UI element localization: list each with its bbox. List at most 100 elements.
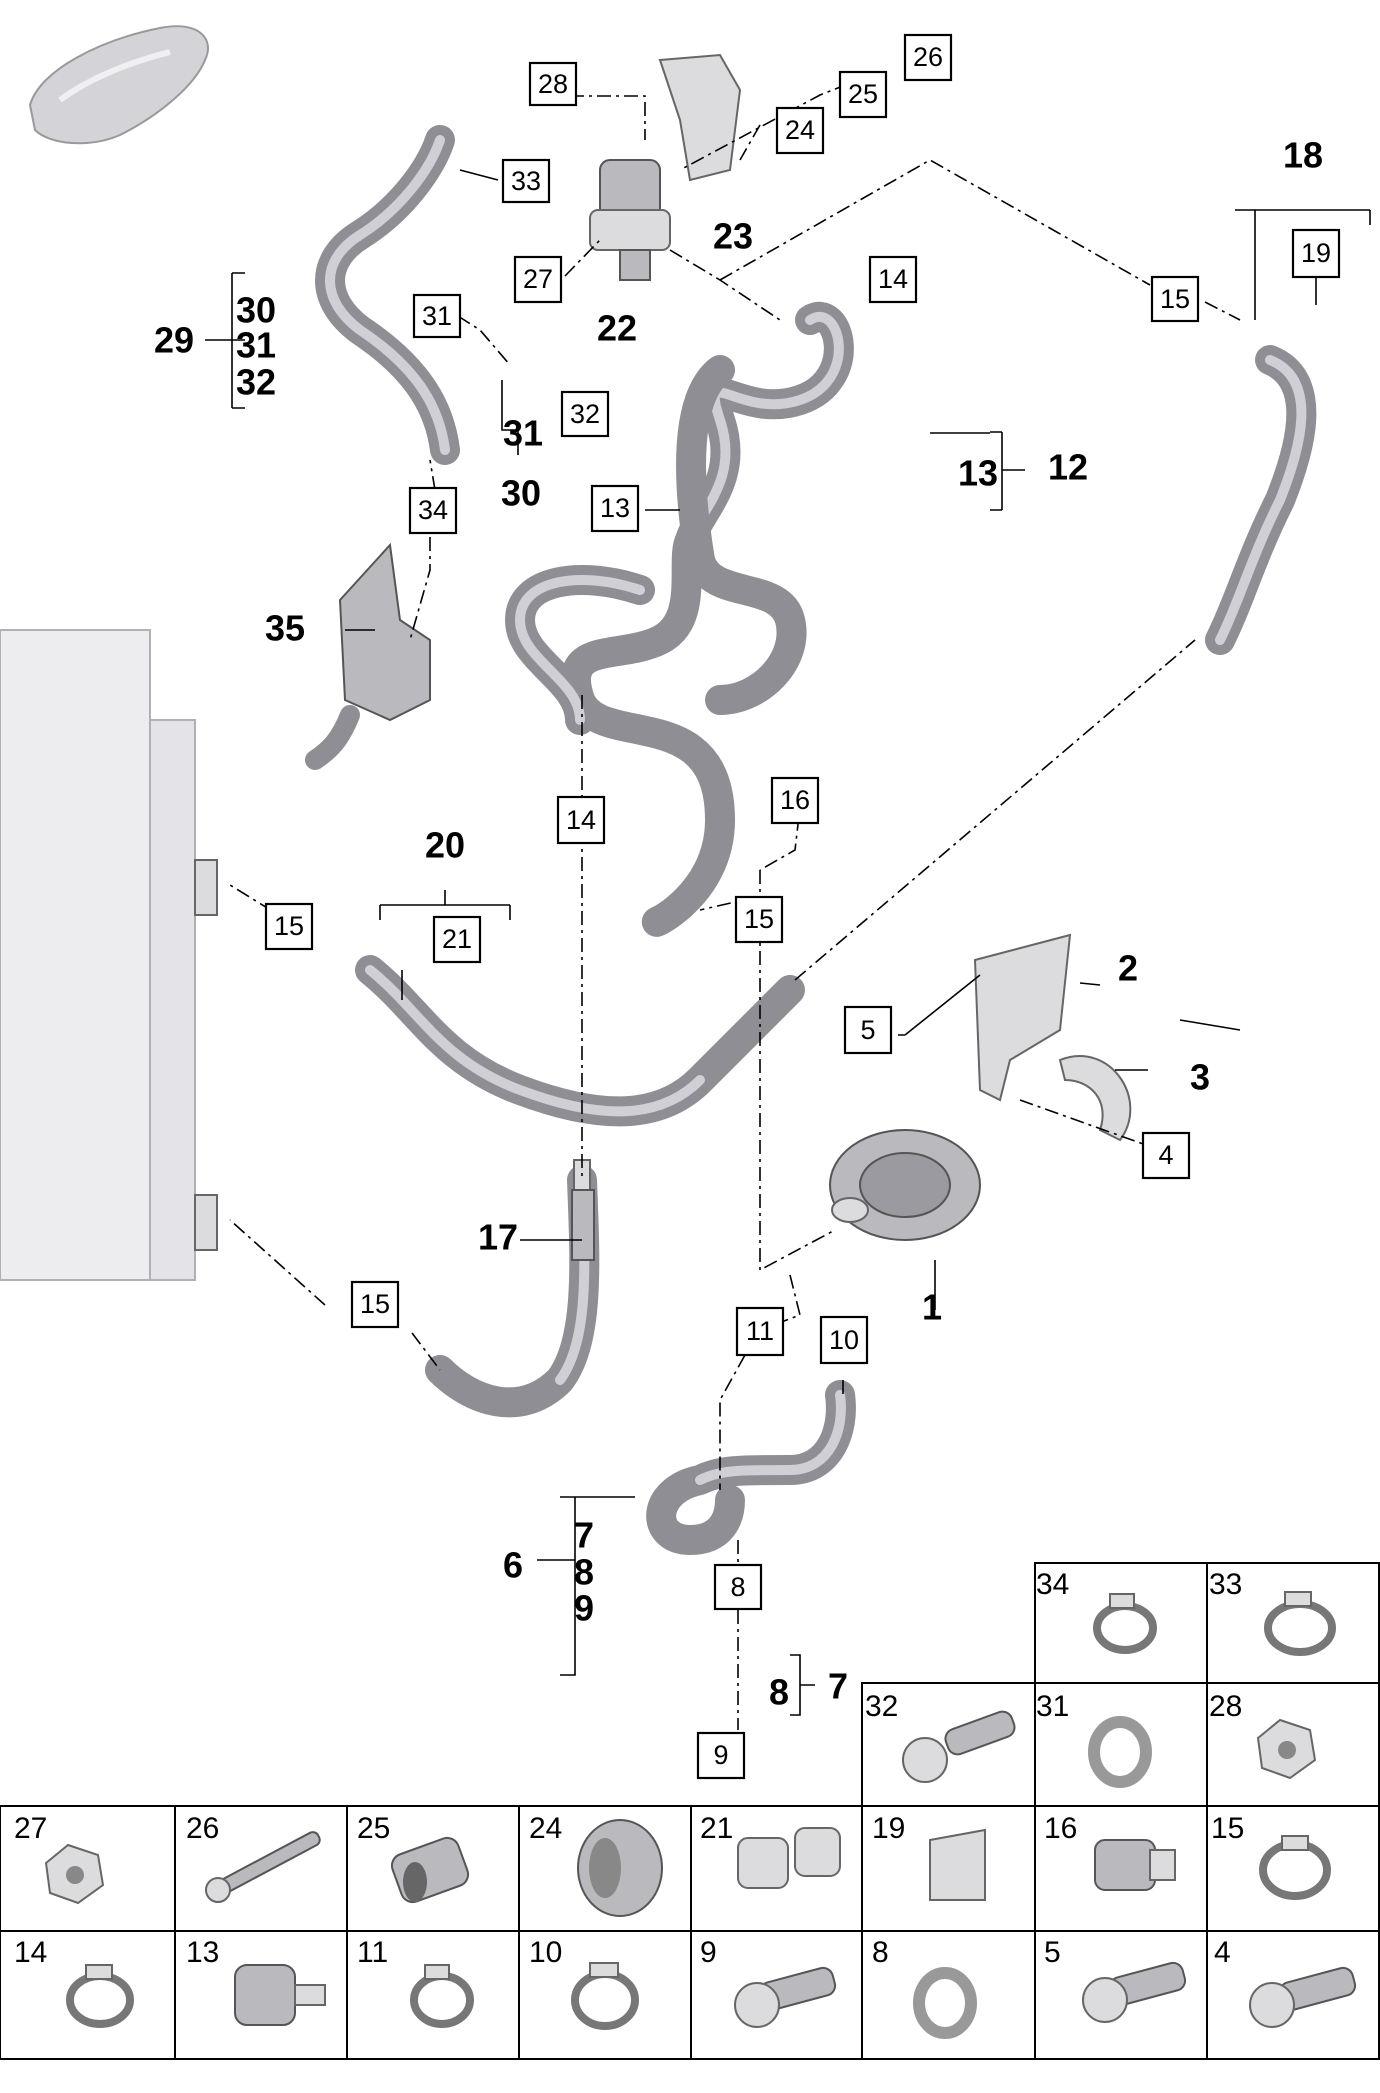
table-cell-21: 21	[700, 1812, 733, 1845]
table-cell-16: 16	[1044, 1812, 1077, 1845]
pipe-clip-icon	[234, 1964, 326, 2026]
bolt-icon	[734, 1966, 837, 2028]
label-32: 32	[236, 362, 276, 403]
callout-21: 21	[432, 915, 482, 964]
svg-text:14: 14	[878, 264, 908, 294]
svg-text:19: 19	[1301, 238, 1331, 268]
table-cell-15: 15	[1211, 1812, 1244, 1845]
table-cell-26: 26	[186, 1812, 219, 1845]
callout-24: 24	[775, 106, 825, 155]
label-23: 23	[713, 216, 753, 257]
label-7: 7	[574, 1515, 594, 1556]
o-ring-icon	[913, 1967, 977, 2039]
svg-text:5: 5	[860, 1015, 875, 1045]
callout-8: 8	[713, 1563, 763, 1611]
hose-clamp-icon	[1264, 1591, 1336, 1656]
svg-text:15: 15	[360, 1289, 390, 1319]
callout-19: 19	[1291, 228, 1341, 279]
pipe-17	[571, 1159, 595, 1261]
svg-text:31: 31	[422, 301, 452, 331]
hose-clamp-icon	[66, 1964, 134, 2028]
connector-icon	[1094, 1839, 1176, 1891]
svg-text:9: 9	[713, 1740, 728, 1770]
svg-text:10: 10	[829, 1325, 859, 1355]
callout-14-mid: 14	[556, 795, 606, 845]
table-cell-5: 5	[1044, 1936, 1061, 1969]
table-cell-19: 19	[872, 1812, 905, 1845]
table-cell-10: 10	[529, 1936, 562, 1969]
label-20: 20	[425, 825, 465, 866]
svg-text:32: 32	[570, 399, 600, 429]
label-22: 22	[597, 308, 637, 349]
label-31: 31	[236, 325, 276, 366]
label-2: 2	[1118, 948, 1138, 989]
hose-clamp-icon	[1259, 1835, 1331, 1900]
svg-text:15: 15	[1160, 284, 1190, 314]
table-cell-34: 34	[1036, 1568, 1069, 1601]
table-cell-31: 31	[1036, 1690, 1069, 1723]
callout-11: 11	[735, 1306, 785, 1357]
bolt-icon	[1249, 1966, 1357, 2028]
hoses	[315, 125, 1317, 1555]
callout-14-top: 14	[868, 255, 918, 304]
parts-table: 34 33 32 31 28 27 26 25 24 21 19 16 15 1…	[0, 1562, 1380, 2060]
svg-text:25: 25	[848, 79, 878, 109]
label-6: 6	[503, 1545, 523, 1586]
water-pump	[829, 1129, 981, 1241]
callout-32: 32	[560, 390, 610, 438]
svg-text:28: 28	[538, 69, 568, 99]
svg-text:15: 15	[744, 904, 774, 934]
table-cell-32: 32	[865, 1690, 898, 1723]
callout-4: 4	[1141, 1131, 1191, 1180]
svg-text:24: 24	[785, 115, 815, 145]
nut-icon	[1256, 1718, 1317, 1780]
clip-icon	[737, 1827, 841, 1889]
svg-text:34: 34	[418, 495, 448, 525]
callout-15-c: 15	[350, 1280, 400, 1329]
label-3: 3	[1190, 1057, 1210, 1098]
callout-5: 5	[843, 1005, 893, 1055]
spacer-sleeve-icon	[390, 1836, 470, 1904]
callout-25: 25	[838, 70, 888, 119]
pump-bracket	[973, 933, 1132, 1142]
callout-26: 26	[903, 33, 953, 82]
svg-text:27: 27	[523, 264, 553, 294]
hose-clamp-icon	[410, 1964, 474, 2028]
callout-10: 10	[819, 1315, 869, 1365]
svg-text:16: 16	[780, 785, 810, 815]
svg-text:14: 14	[566, 805, 596, 835]
hose-clamp-icon	[1093, 1593, 1157, 1654]
table-cell-11: 11	[357, 1936, 388, 1969]
label-12: 12	[1048, 447, 1088, 488]
car-icon	[28, 25, 209, 145]
callout-33: 33	[501, 158, 551, 204]
table-cell-24: 24	[529, 1812, 562, 1845]
label-8b: 8	[769, 1672, 789, 1713]
callout-13: 13	[590, 484, 640, 533]
table-cell-13: 13	[186, 1936, 219, 1969]
callout-15-top: 15	[1150, 275, 1200, 323]
svg-text:4: 4	[1158, 1140, 1173, 1170]
table-cell-33: 33	[1209, 1568, 1242, 1601]
label-17: 17	[478, 1217, 518, 1258]
svg-text:8: 8	[730, 1572, 745, 1602]
callout-34: 34	[408, 486, 458, 535]
callout-28: 28	[528, 61, 578, 107]
callout-31: 31	[412, 293, 462, 339]
stud-bolt-icon	[205, 1831, 321, 1903]
radiator	[0, 629, 218, 1281]
table-cell-28: 28	[1209, 1690, 1242, 1723]
svg-text:11: 11	[746, 1316, 774, 1346]
label-13: 13	[958, 453, 998, 494]
callout-9: 9	[696, 1731, 746, 1780]
bolt-icon	[1082, 1961, 1187, 2023]
label-7b: 7	[828, 1666, 848, 1707]
table-cell-27: 27	[14, 1812, 47, 1845]
svg-text:21: 21	[442, 924, 472, 954]
expansion-tank	[305, 542, 431, 770]
svg-text:33: 33	[511, 166, 541, 196]
bolt-icon	[902, 1710, 1016, 1783]
svg-text:15: 15	[274, 911, 304, 941]
hose-clamp-icon	[571, 1962, 639, 2030]
